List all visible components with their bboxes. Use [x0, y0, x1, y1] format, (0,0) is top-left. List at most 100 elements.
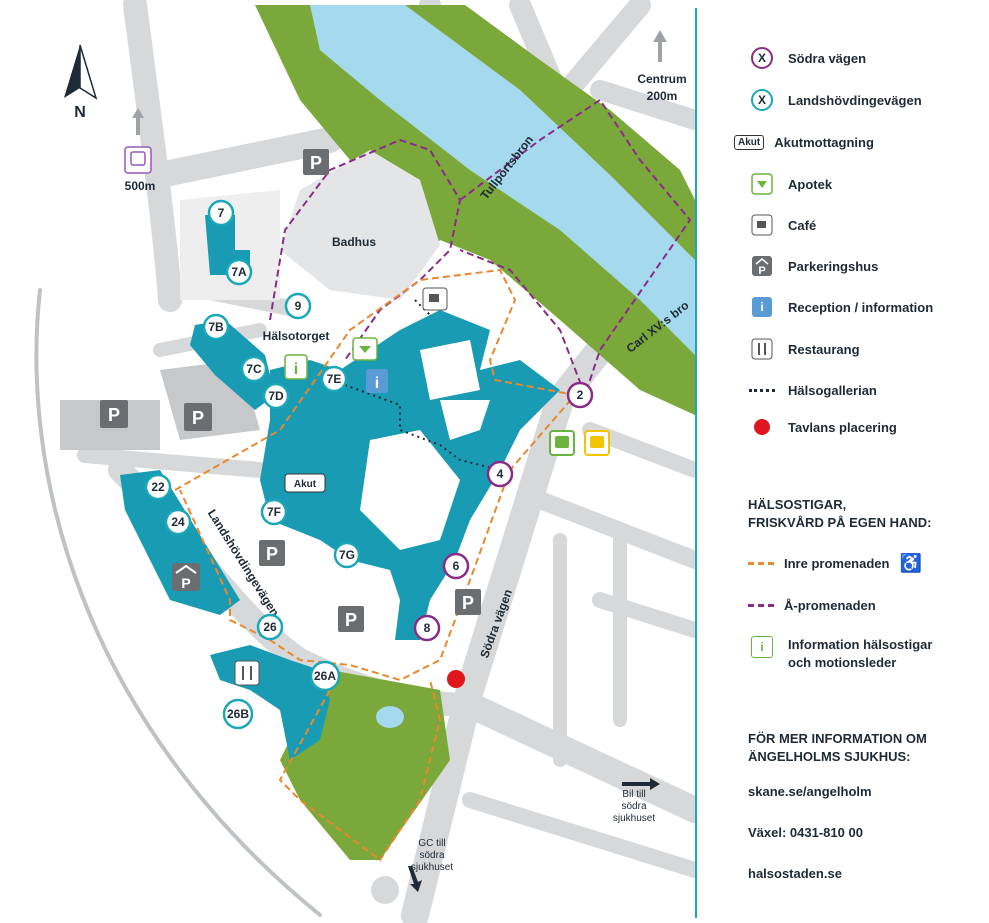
svg-text:P: P — [758, 265, 765, 277]
a-promenaden-path — [269, 98, 692, 398]
north-arrow-icon — [64, 44, 98, 100]
legend-label: Apotek — [788, 176, 833, 192]
pond — [376, 706, 404, 728]
gc-label-1: GC till — [418, 838, 445, 849]
arrow-up-icon — [653, 30, 667, 62]
parkeringshus-icon: P — [172, 563, 200, 591]
badhus-label: Badhus — [332, 235, 376, 249]
svg-text:26B: 26B — [227, 707, 249, 721]
entrance-marker: 7E — [320, 365, 348, 393]
restaurang-icon — [748, 335, 776, 363]
legend-item-apotek: Apotek — [748, 170, 832, 198]
info-line-1: Information hälsostigar — [788, 637, 933, 652]
legend-label: Å-promenaden — [784, 597, 876, 613]
arrow-right-icon — [622, 778, 660, 790]
link-halsostaden[interactable]: halsostaden.se — [748, 866, 842, 881]
entrance-marker: 9 — [284, 292, 312, 320]
centrum-label: Centrum — [637, 72, 686, 86]
svg-text:4: 4 — [497, 467, 504, 481]
akut-sign — [284, 473, 326, 493]
entrance-marker: 24 — [164, 508, 192, 536]
legend-item-sodra-vagen: X Södra vägen — [748, 44, 866, 72]
svg-text:7B: 7B — [208, 320, 224, 334]
phone-number: Växel: 0431-810 00 — [748, 825, 863, 840]
legend-label: Café — [788, 217, 817, 233]
parkeringshus-icon: P — [748, 252, 776, 280]
tavla-marker — [447, 670, 465, 688]
cafe-icon — [422, 287, 448, 311]
info-icon: i — [748, 636, 776, 658]
arrow-up-icon — [132, 108, 144, 135]
entrance-marker: 26A — [309, 660, 341, 692]
svg-text:8: 8 — [424, 621, 431, 635]
entrance-marker: 6 — [442, 552, 470, 580]
arrow-down-icon — [408, 866, 422, 892]
parking-sign — [455, 589, 481, 615]
landshovding-entrance-icon: X — [748, 86, 776, 114]
link-skane[interactable]: skane.se/angelholm — [748, 784, 872, 799]
north-label: N — [74, 104, 86, 121]
cafe-icon — [748, 211, 776, 239]
legend-label: Parkeringshus — [788, 258, 879, 274]
legend-item-parkeringshus: P Parkeringshus — [748, 252, 878, 280]
legend-label: Reception / information — [788, 299, 934, 315]
parking-signs — [100, 149, 481, 632]
legend-item-landshovdingevagen: X Landshövdingevägen — [748, 86, 922, 114]
parking-label: P — [266, 544, 278, 564]
legend-item-tavla: Tavlans placering — [748, 413, 897, 441]
more-info-heading: FÖR MER INFORMATION OM ÄNGELHOLMS SJUKHU… — [748, 731, 927, 764]
bus-stop-green-icon — [549, 430, 575, 456]
bil-label-3: sjukhuset — [613, 813, 655, 824]
svg-text:2: 2 — [577, 388, 584, 402]
legend-item-cafe: Café — [748, 211, 816, 239]
halsostigar-heading: HÄLSOSTIGAR, FRISKVÅRD PÅ EGEN HAND: — [748, 497, 932, 530]
halsogallerian-path — [344, 299, 501, 471]
svg-text:22: 22 — [151, 480, 165, 494]
svg-text:7A: 7A — [231, 265, 247, 279]
halsotorget-label: Hälsotorget — [263, 329, 330, 343]
bus-stop-yellow-icon — [584, 430, 610, 456]
legend-item-info-halsostigar: i Information hälsostigar och motionsled… — [748, 636, 932, 674]
parking-label: P — [310, 153, 322, 173]
legend-item-reception: i Reception / information — [748, 293, 933, 321]
train-icon — [124, 146, 152, 174]
legend-item-a-promenaden: Å-promenaden — [748, 591, 876, 619]
entrance-marker: 4 — [486, 460, 514, 488]
entrance-marker: 7D — [262, 382, 290, 410]
svg-text:7E: 7E — [327, 372, 342, 386]
legend-label: Landshövdingevägen — [788, 92, 922, 108]
orange-dash-icon — [748, 561, 774, 565]
entrance-marker: 7G — [333, 541, 361, 569]
entrance-marker: 26B — [222, 698, 254, 730]
reception-icon: i — [748, 293, 776, 321]
gc-label-3: sjukhuset — [411, 862, 453, 873]
svg-text:P: P — [181, 575, 190, 591]
centrum-distance-label: 200m — [647, 89, 678, 103]
legend-label: Inre promenaden — [784, 555, 890, 571]
bil-label-2: södra — [621, 801, 646, 812]
svg-text:i: i — [375, 375, 379, 392]
parking-sign — [100, 400, 128, 428]
train-distance-label: 500m — [125, 179, 156, 193]
entrance-marker: 26 — [256, 613, 284, 641]
legend-item-akut: Akut Akutmottagning — [734, 128, 874, 156]
legend-label: Akutmottagning — [774, 134, 874, 150]
parking-sign — [303, 149, 329, 175]
svg-text:24: 24 — [171, 515, 185, 529]
entrance-marker: 7 — [207, 199, 235, 227]
entrance-marker: 8 — [413, 614, 441, 642]
wheelchair-icon: ♿ — [899, 552, 922, 573]
purple-dash-icon — [748, 603, 774, 607]
sodra-entrance-icon: X — [748, 44, 776, 72]
parking-label: P — [192, 408, 204, 428]
svg-text:7G: 7G — [339, 548, 355, 562]
entrance-marker: 7A — [225, 258, 253, 286]
restaurang-icon — [234, 660, 260, 686]
courtyards — [360, 340, 490, 550]
parking-label: P — [345, 610, 357, 630]
info-halsostigar-icon: i — [284, 354, 308, 380]
info-line-2: och motionsleder — [788, 655, 897, 670]
legend-item-halsogallerian: Hälsogallerian — [748, 376, 877, 404]
entrance-marker: 7B — [202, 313, 230, 341]
river — [310, 5, 695, 355]
